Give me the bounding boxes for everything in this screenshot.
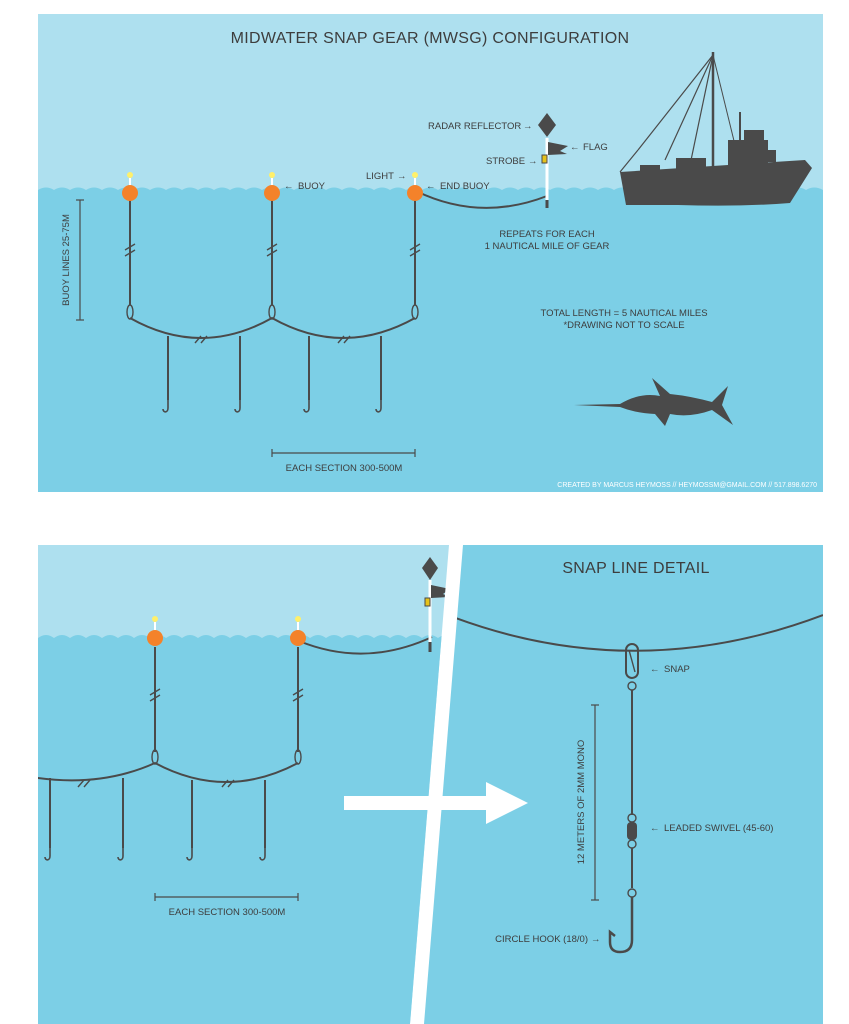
arrow-right-icon	[344, 782, 528, 824]
strobe-icon	[424, 597, 431, 607]
boat-icon	[619, 52, 812, 206]
buoy-icon	[264, 172, 280, 201]
buoy-line-dimension: BUOY LINES 25-75M	[61, 199, 84, 321]
arrow-right-icon: →	[528, 156, 538, 167]
buoy-lines	[124, 200, 421, 320]
buoys	[147, 616, 306, 646]
buoy-icon	[147, 616, 163, 646]
strobe-label: STROBE	[486, 156, 525, 167]
end-buoy-icon	[407, 172, 423, 201]
high-flyer	[422, 557, 449, 652]
arrow-left-icon: ←	[650, 664, 660, 675]
flag-icon	[431, 585, 449, 598]
mainline	[38, 636, 433, 788]
top-panel: MIDWATER SNAP GEAR (MWSG) CONFIGURATION	[38, 14, 823, 492]
end-buoy-label: END BUOY	[440, 181, 490, 192]
mainline	[129, 190, 548, 344]
arrow-left-icon: ←	[426, 181, 436, 192]
each-section-label: EACH SECTION 300-500M	[286, 463, 403, 474]
mono-dimension: 12 METERS OF 2MM MONO	[576, 704, 599, 901]
repeats-label-1: REPEATS FOR EACH	[499, 229, 595, 240]
buoy-lines-label: BUOY LINES 25-75M	[61, 214, 72, 306]
radar-reflector-icon	[538, 113, 556, 137]
arrow-left-icon: ←	[570, 142, 580, 153]
mono-label: 12 METERS OF 2MM MONO	[576, 740, 587, 865]
arrow-right-icon: →	[591, 934, 601, 945]
top-labels: RADAR REFLECTOR → ← FLAG STROBE → LIGHT …	[284, 121, 708, 331]
buoy-icon	[122, 172, 138, 201]
buoy-icon	[290, 616, 306, 646]
arrow-right-icon: →	[523, 121, 533, 132]
high-flyer	[538, 113, 568, 208]
water-surface	[38, 635, 449, 1024]
hook-label: CIRCLE HOOK (18/0)	[495, 934, 588, 945]
credit-text: CREATED BY MARCUS HEYMOSS // HEYMOSSM@GM…	[557, 482, 817, 489]
light-label: LIGHT	[366, 171, 394, 182]
top-title: MIDWATER SNAP GEAR (MWSG) CONFIGURATION	[231, 30, 630, 47]
snap-lines	[162, 336, 382, 413]
flag-icon	[548, 142, 568, 155]
swordfish-icon	[574, 378, 733, 426]
bottom-right-panel: SNAP LINE DETAIL 12 METERS OF 2MM MONO ←…	[424, 545, 823, 1024]
mainline-detail	[439, 611, 823, 652]
section-dimension: EACH SECTION 300-500M	[271, 449, 416, 474]
snap-label: SNAP	[664, 664, 690, 675]
buoy-label: BUOY	[298, 181, 326, 192]
circle-hook-icon	[608, 888, 637, 954]
arrow-left-icon: ←	[284, 181, 294, 192]
repeats-label-2: 1 NAUTICAL MILE OF GEAR	[485, 241, 610, 252]
radar-reflector-icon	[422, 557, 438, 580]
swivel-label: LEADED SWIVEL (45-60)	[664, 823, 773, 834]
flag-label: FLAG	[583, 142, 608, 153]
water-surface	[38, 187, 823, 492]
arrow-left-icon: ←	[650, 823, 660, 834]
section-dimension: EACH SECTION 300-500M	[154, 893, 299, 918]
strobe-icon	[541, 154, 548, 164]
detail-title: SNAP LINE DETAIL	[562, 560, 709, 577]
radar-reflector-label: RADAR REFLECTOR	[428, 121, 521, 132]
snap-lines	[44, 778, 266, 861]
arrow-right-icon: →	[397, 171, 407, 182]
not-to-scale-label: *DRAWING NOT TO SCALE	[563, 320, 684, 331]
total-length-label: TOTAL LENGTH = 5 NAUTICAL MILES	[540, 308, 707, 319]
bottom-left-panel: EACH SECTION 300-500M	[38, 545, 449, 1024]
buoys	[122, 172, 423, 201]
each-section-label: EACH SECTION 300-500M	[169, 907, 286, 918]
